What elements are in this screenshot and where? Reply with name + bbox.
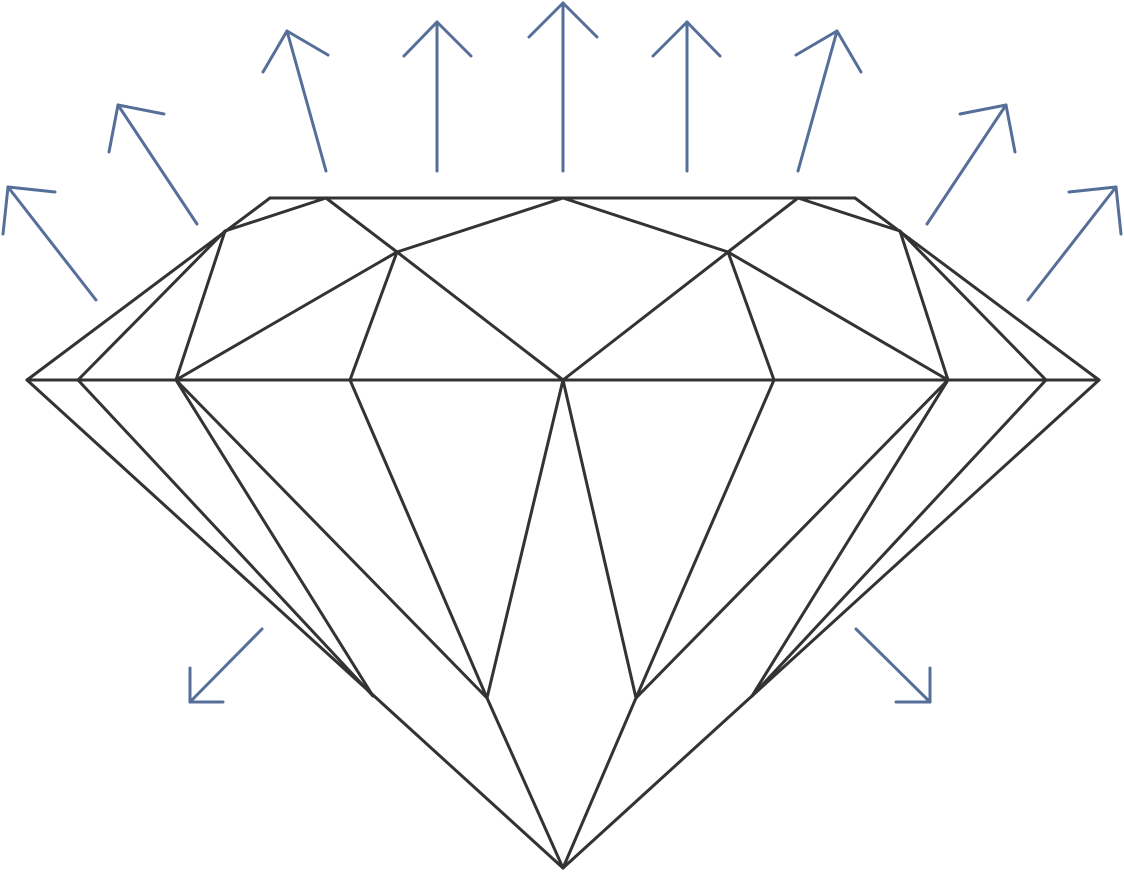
arrowhead (527, 1, 599, 39)
arrow-icon (116, 103, 199, 226)
pavilion-facet (348, 378, 489, 700)
arrow-icon (188, 627, 264, 704)
arrowhead (894, 666, 932, 704)
crown-facet (726, 250, 950, 382)
arrow-icon (925, 103, 1008, 226)
crown-facet (726, 250, 776, 382)
pavilion-facet (561, 378, 638, 700)
arrowhead (261, 29, 330, 74)
crown-facet (395, 196, 565, 254)
arrowhead (794, 29, 863, 74)
diamond-outline (25, 196, 1101, 870)
pavilion-facet (750, 378, 950, 698)
arrow-icon (285, 29, 328, 173)
crown-facet (898, 229, 950, 382)
arrowhead (651, 20, 722, 58)
crown-facet (76, 229, 227, 382)
pavilion-facet (634, 378, 950, 700)
pavilion-edge-right (561, 378, 1101, 870)
crown-edge-right (853, 196, 1101, 382)
arrowhead (1, 185, 57, 236)
crown-facet (726, 196, 800, 254)
arrow-icon (6, 185, 98, 302)
crown-facet (561, 196, 730, 254)
arrowhead (402, 20, 473, 58)
arrowhead (1067, 185, 1123, 236)
crown-edge-left (25, 196, 272, 382)
crown-facet (561, 250, 730, 382)
crown-facet (796, 196, 902, 233)
pavilion-facet (485, 378, 565, 700)
pavilion-facet (174, 378, 375, 698)
pavilion-facet (561, 696, 638, 870)
arrowhead (188, 666, 225, 704)
crown-facet (898, 229, 1048, 382)
crown-facet (174, 229, 227, 382)
pavilion-edge-left (25, 378, 565, 870)
crown-facet (223, 196, 328, 233)
arrow-icon (854, 627, 932, 704)
pavilion-facet (485, 696, 565, 870)
pavilion-facet (174, 378, 489, 700)
arrowhead (958, 103, 1017, 154)
crown-facet (395, 250, 565, 382)
arrow-icon (796, 29, 839, 173)
pavilion-facet (750, 378, 1048, 698)
pavilion-facet (76, 378, 375, 698)
crown-facet (174, 250, 399, 382)
crown-facet (324, 196, 399, 254)
light-arrows (1, 1, 1123, 704)
crown-facet (348, 250, 399, 382)
arrowhead (107, 103, 166, 154)
pavilion-facet (634, 378, 776, 700)
arrow-icon (1026, 185, 1118, 302)
